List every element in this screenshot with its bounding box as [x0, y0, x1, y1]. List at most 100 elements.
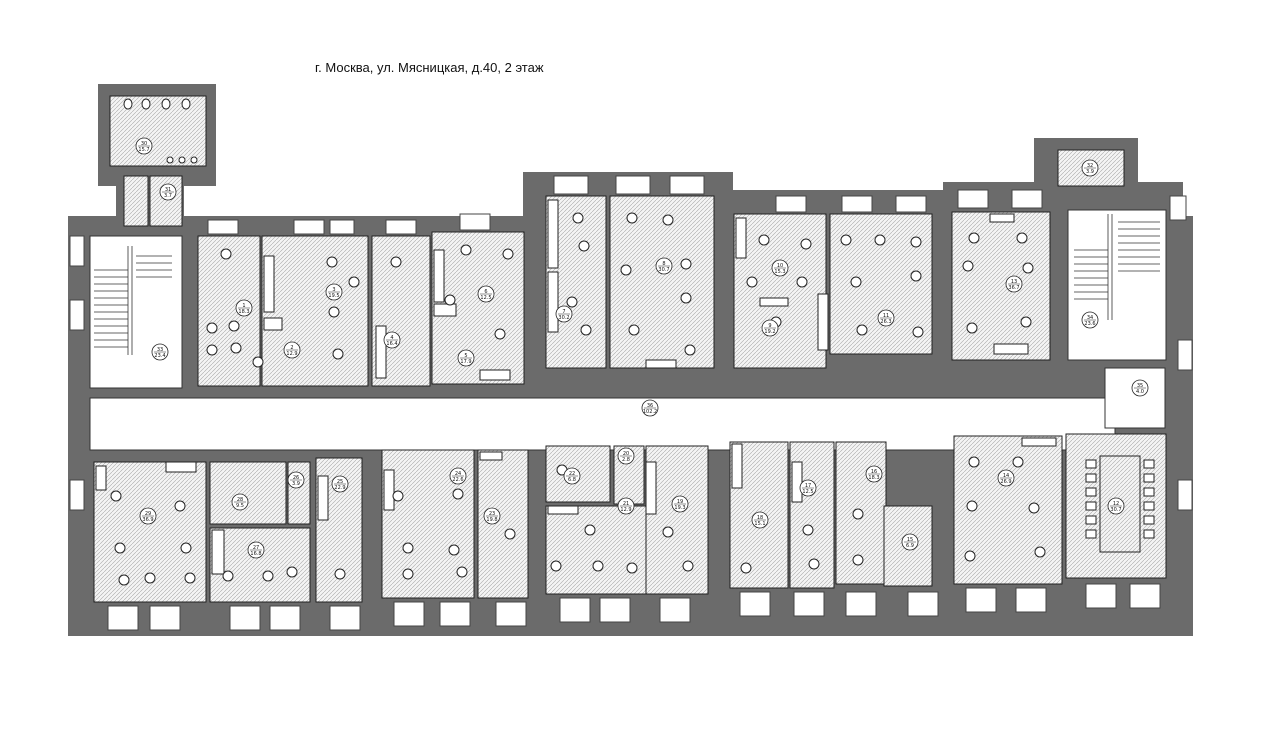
room-area: 15.3 — [774, 269, 785, 275]
room-area: 3.9 — [1086, 169, 1094, 175]
room-number: 33 — [157, 347, 163, 353]
room-label-9: 919.2 — [761, 319, 779, 337]
room-area: 4.0 — [1136, 389, 1144, 395]
room-number: 34 — [1087, 315, 1093, 321]
room-area: 26.3 — [880, 319, 891, 325]
room-area: 36.9 — [142, 517, 153, 523]
room-number: 29 — [145, 511, 151, 517]
room-label-20: 202.8 — [617, 447, 635, 465]
room-area: 30.7 — [658, 267, 669, 273]
room-label-6: 612.5 — [477, 285, 495, 303]
room-area: 30.2 — [558, 315, 569, 321]
room-number: 8 — [662, 261, 665, 267]
room-31 — [149, 175, 183, 227]
room-number: 17 — [805, 483, 811, 489]
room-number: 9 — [768, 323, 771, 329]
room-number: 26 — [293, 475, 299, 481]
room-area: 19.5 — [328, 293, 339, 299]
room-number: 28 — [237, 497, 243, 503]
room-area: 36.7 — [1008, 285, 1019, 291]
conference-table — [1085, 455, 1155, 553]
room-area: 30.7 — [1110, 507, 1121, 513]
room-area: 12.9 — [286, 351, 297, 357]
room-label-28: 289.5 — [231, 493, 249, 511]
chairs — [110, 212, 1046, 586]
room-number: 19 — [677, 499, 683, 505]
room-number: 1 — [242, 303, 245, 309]
room-label-15: 156.9 — [901, 533, 919, 551]
room-label-22: 226.8 — [563, 467, 581, 485]
room-number: 23 — [489, 511, 495, 517]
room-area: 12.5 — [480, 295, 491, 301]
room-number: 35 — [1137, 383, 1143, 389]
toilet-icons — [123, 98, 198, 164]
room-label-26: 263.9 — [287, 471, 305, 489]
room-number: 6 — [484, 289, 487, 295]
room-number: 14 — [1003, 473, 1009, 479]
room-area: 3.7 — [164, 193, 172, 199]
room-number: 4 — [390, 335, 393, 341]
room-area: 22.9 — [334, 485, 345, 491]
room-number: 5 — [464, 353, 467, 359]
room-number: 25 — [337, 479, 343, 485]
room-label-2: 212.9 — [283, 341, 301, 359]
room-label-5: 517.9 — [457, 349, 475, 367]
room-area: 23.4 — [154, 353, 165, 359]
room-area: 18.3 — [238, 309, 249, 315]
room-number: 7 — [562, 309, 565, 315]
room-number: 15 — [907, 537, 913, 543]
room-area: 23.6 — [1084, 321, 1095, 327]
room-number: 24 — [455, 471, 461, 477]
room-number: 21 — [623, 501, 629, 507]
room-number: 20 — [623, 451, 629, 457]
room-area: 19.2 — [764, 329, 775, 335]
room-label-31: 313.7 — [159, 183, 177, 201]
room-number: 36 — [647, 403, 653, 409]
stair-right — [1067, 209, 1167, 361]
room-label-3: 319.5 — [325, 283, 343, 301]
room-area: 22.6 — [452, 477, 463, 483]
room-area: 15.7 — [138, 147, 149, 153]
room-area: 15.1 — [754, 521, 765, 527]
stair-left — [89, 235, 183, 389]
room-area: 18.3 — [868, 475, 879, 481]
room-area: 9.5 — [236, 503, 244, 509]
cabinets — [95, 199, 1057, 575]
room-number: 30 — [141, 141, 147, 147]
room-area: 3.9 — [292, 481, 300, 487]
room-area: 16.8 — [250, 551, 261, 557]
room-area: 16.4 — [386, 341, 397, 347]
room-label-4: 416.4 — [383, 331, 401, 349]
room-area: 19.3 — [674, 505, 685, 511]
room-area: 6.8 — [568, 477, 576, 483]
room-number: 11 — [883, 313, 889, 319]
room-number: 12 — [1113, 501, 1119, 507]
room-number: 3 — [332, 287, 335, 293]
room-area: 19.8 — [486, 517, 497, 523]
room-number: 18 — [757, 515, 763, 521]
room-number: 22 — [569, 471, 575, 477]
room-area: 17.9 — [460, 359, 471, 365]
windows — [69, 175, 1193, 631]
room-label-8: 830.7 — [655, 257, 673, 275]
room-number: 13 — [1011, 279, 1017, 285]
room-number: 10 — [777, 263, 783, 269]
room-label-32: 323.9 — [1081, 159, 1099, 177]
room-area: 12.9 — [620, 507, 631, 513]
